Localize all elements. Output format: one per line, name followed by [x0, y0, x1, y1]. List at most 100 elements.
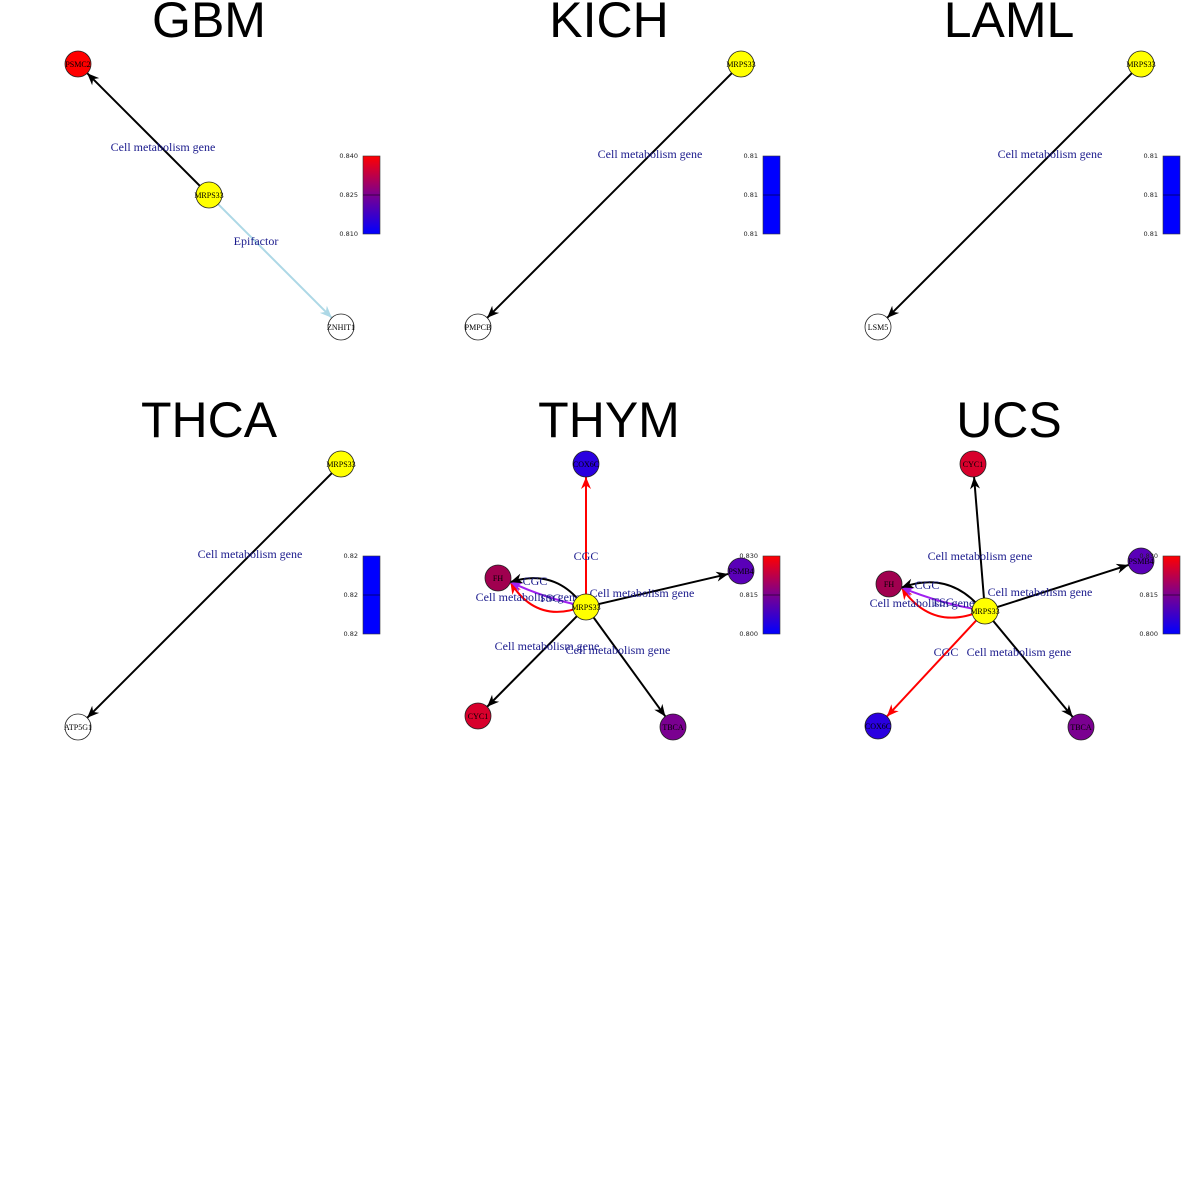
node-circle — [1127, 50, 1155, 78]
node-atp5g1[interactable]: ATP5G1 — [64, 713, 92, 741]
arrowhead — [887, 305, 900, 318]
edge-label: Cell metabolism gene — [928, 549, 1033, 563]
node-label: CYC1 — [963, 460, 983, 469]
node-mrps33[interactable]: MRPS33 — [970, 597, 1000, 625]
edge-cell-metabolism — [486, 608, 585, 708]
legend-tick: 0.810 — [339, 230, 358, 238]
edges — [486, 477, 729, 718]
legend-tick: 0.815 — [1139, 591, 1158, 599]
color-legend: 0.810.810.81 — [1144, 152, 1181, 238]
edge-labels: Cell metabolism gene — [598, 147, 703, 161]
node-cyc1[interactable]: CYC1 — [959, 450, 987, 478]
legend-tick: 0.840 — [339, 152, 358, 160]
edges — [886, 65, 1140, 319]
edge-label: TSG — [932, 595, 955, 609]
node-fh[interactable]: FH — [484, 564, 512, 592]
node-mrps33[interactable]: MRPS33 — [571, 593, 601, 621]
node-mrps33[interactable]: MRPS33 — [1126, 50, 1156, 78]
node-circle — [464, 313, 492, 341]
panel-title: THYM — [538, 392, 680, 448]
node-psmb4[interactable]: PSMB4 — [727, 557, 755, 585]
panel-title: THCA — [141, 392, 278, 448]
node-circle — [1067, 713, 1095, 741]
node-mrps33[interactable]: MRPS33 — [726, 50, 756, 78]
edge-cell-metabolism — [86, 72, 208, 194]
edges — [486, 65, 740, 319]
edge-label: Cell metabolism gene — [495, 639, 600, 653]
arrowhead — [1115, 563, 1129, 574]
arrowhead — [87, 705, 100, 718]
legend-tick: 0.81 — [1144, 230, 1158, 238]
legend-tick: 0.81 — [744, 191, 758, 199]
node-label: PSMC2 — [65, 60, 90, 69]
node-mrps33[interactable]: MRPS33 — [194, 181, 224, 209]
edge-cell-metabolism — [973, 476, 986, 609]
arrowhead — [319, 305, 332, 318]
node-znhit1[interactable]: ZNHIT1 — [327, 313, 355, 341]
arrowhead — [886, 704, 899, 717]
edges — [86, 72, 333, 319]
legend-tick: 0.81 — [744, 230, 758, 238]
panel-title: UCS — [956, 392, 1062, 448]
arrowhead — [901, 587, 913, 601]
node-psmc2[interactable]: PSMC2 — [64, 50, 92, 78]
legend-tick: 0.81 — [1144, 191, 1158, 199]
node-circle — [727, 50, 755, 78]
node-mrps33[interactable]: MRPS33 — [326, 450, 356, 478]
node-tbca[interactable]: TBCA — [659, 713, 687, 741]
edge-label: CGC — [523, 574, 548, 588]
legend-tick: 0.825 — [339, 191, 358, 199]
edge-label: Cell metabolism gene — [967, 645, 1072, 659]
edge-cell-metabolism — [588, 572, 729, 608]
node-label: MRPS33 — [194, 191, 223, 200]
node-label: ZNHIT1 — [327, 323, 355, 332]
node-circle — [64, 50, 92, 78]
node-label: MRPS33 — [571, 603, 600, 612]
node-circle — [727, 557, 755, 585]
node-lsm5[interactable]: LSM5 — [864, 313, 892, 341]
arrowhead — [487, 694, 500, 707]
node-label: CYC1 — [468, 712, 488, 721]
edge-cell-metabolism — [987, 564, 1129, 612]
node-circle — [64, 713, 92, 741]
node-cox6c[interactable]: COX6C — [572, 450, 600, 478]
edge-cell-metabolism — [86, 465, 340, 719]
node-circle — [864, 313, 892, 341]
node-psmb4[interactable]: PSMB4 — [1127, 547, 1155, 575]
arrowhead — [510, 582, 521, 595]
node-circle — [659, 713, 687, 741]
color-legend: 0.810.810.81 — [744, 152, 781, 238]
edge-cell-metabolism — [486, 65, 740, 319]
edge-epifactor — [210, 196, 333, 319]
color-legend: 0.840 0.825 0.810 — [339, 152, 381, 238]
arrowhead — [487, 305, 500, 318]
node-label: TBCA — [1070, 723, 1092, 732]
node-label: COX6C — [573, 460, 599, 469]
node-circle — [327, 313, 355, 341]
arrowhead — [901, 587, 915, 597]
edge-label: Cell metabolism gene — [998, 147, 1103, 161]
arrowhead — [87, 73, 100, 86]
node-circle — [1127, 547, 1155, 575]
node-fh[interactable]: FH — [875, 570, 903, 598]
edge-label: Cell metabolism gene — [476, 590, 581, 604]
node-cyc1[interactable]: CYC1 — [464, 702, 492, 730]
node-circle — [572, 593, 600, 621]
node-pmpcb[interactable]: PMPCB — [464, 313, 492, 341]
edge-cgc — [886, 612, 984, 718]
edge-cell-metabolism — [586, 608, 667, 718]
node-circle — [864, 712, 892, 740]
node-tbca[interactable]: TBCA — [1067, 713, 1095, 741]
node-label: MRPS33 — [970, 607, 999, 616]
node-cox6c[interactable]: COX6C — [864, 712, 892, 740]
node-circle — [464, 702, 492, 730]
